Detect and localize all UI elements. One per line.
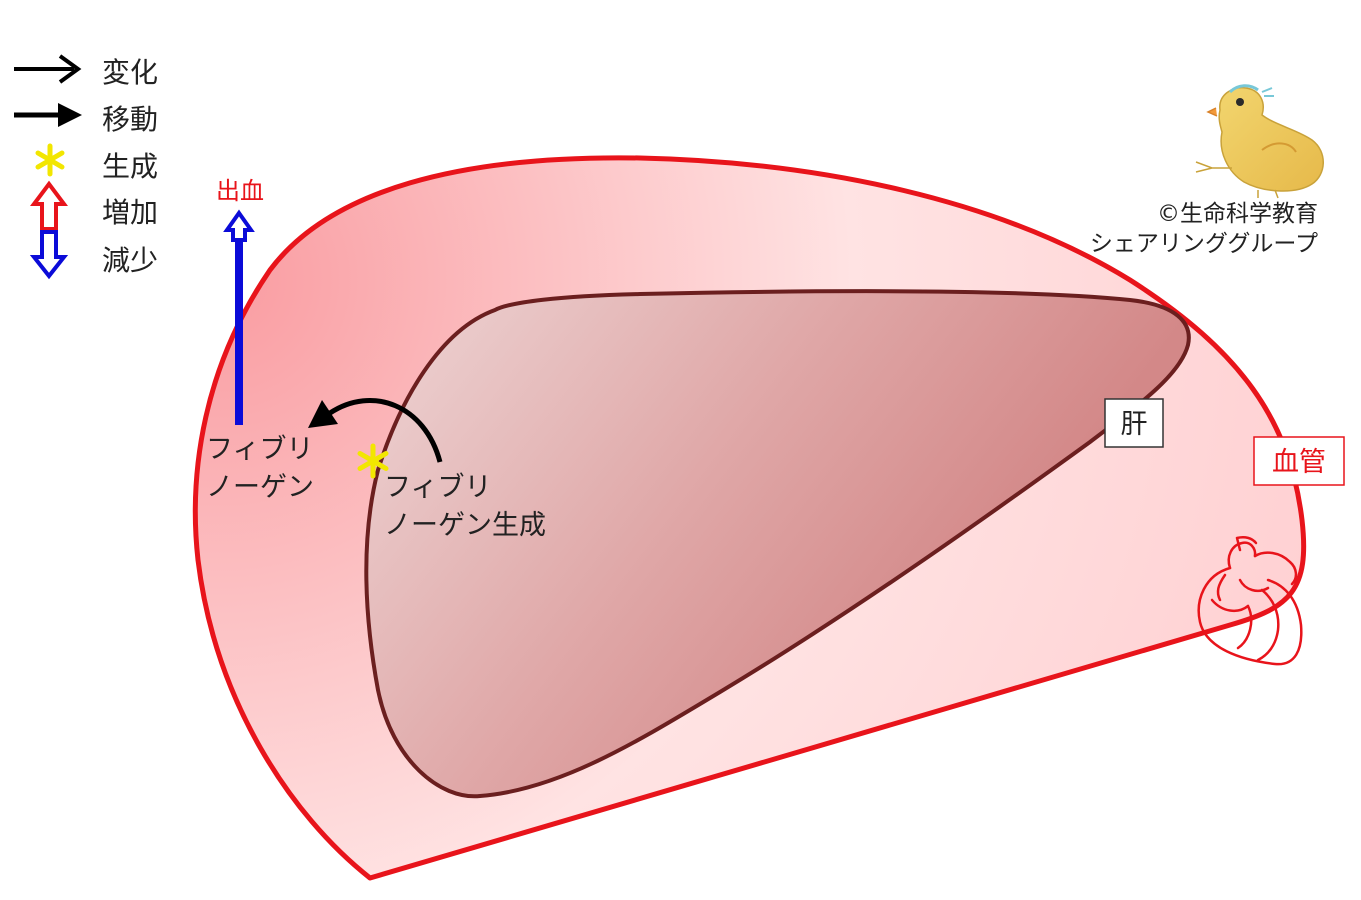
production-label-line2: ノーゲン生成 [384,510,546,541]
heart-icon [1197,535,1303,666]
legend-label-change: 変化 [102,56,158,89]
credit-line1: ©生命科学教育 [1157,201,1318,227]
liver-shape [364,289,1191,799]
thin-arrow-icon [14,54,82,84]
legend-label-decrease: 減少 [102,244,158,277]
legend-item-move: 移動 [14,103,158,136]
legend-label-move: 移動 [102,103,158,136]
bleeding-label: 出血 [216,177,264,205]
fibrinogen-label-line1: フィブリ [206,434,313,465]
credit-line2: シェアリンググループ [1090,231,1318,257]
legend: 変化 移動 生成 増加 減少 [14,54,158,280]
legend-item-decrease: 減少 [29,230,158,280]
liver-label-box: 肝 [1104,398,1164,448]
blood-vessel-label: 血管 [1272,447,1326,478]
chick-illustration [1195,84,1324,199]
production-label-line1: フィブリ [384,472,491,503]
red-hollow-up-arrow-icon [30,180,68,231]
liver-label: 肝 [1121,409,1148,440]
legend-item-change: 変化 [14,54,158,89]
bold-arrow-icon [14,103,82,127]
legend-label-increase: 増加 [102,196,158,229]
legend-item-generate: 生成 [35,143,158,183]
blood-vessel-label-box: 血管 [1253,436,1345,486]
legend-item-increase: 増加 [30,180,158,231]
blue-hollow-down-arrow-icon [29,230,69,280]
generation-asterisk-icon [357,443,389,479]
legend-label-generate: 生成 [102,150,158,183]
bleeding-decrease-arrow [223,209,255,425]
fibrinogen-label-line2: ノーゲン [206,472,314,503]
fibrinogen-movement-arrow [308,397,443,463]
yellow-asterisk-icon [35,143,65,177]
